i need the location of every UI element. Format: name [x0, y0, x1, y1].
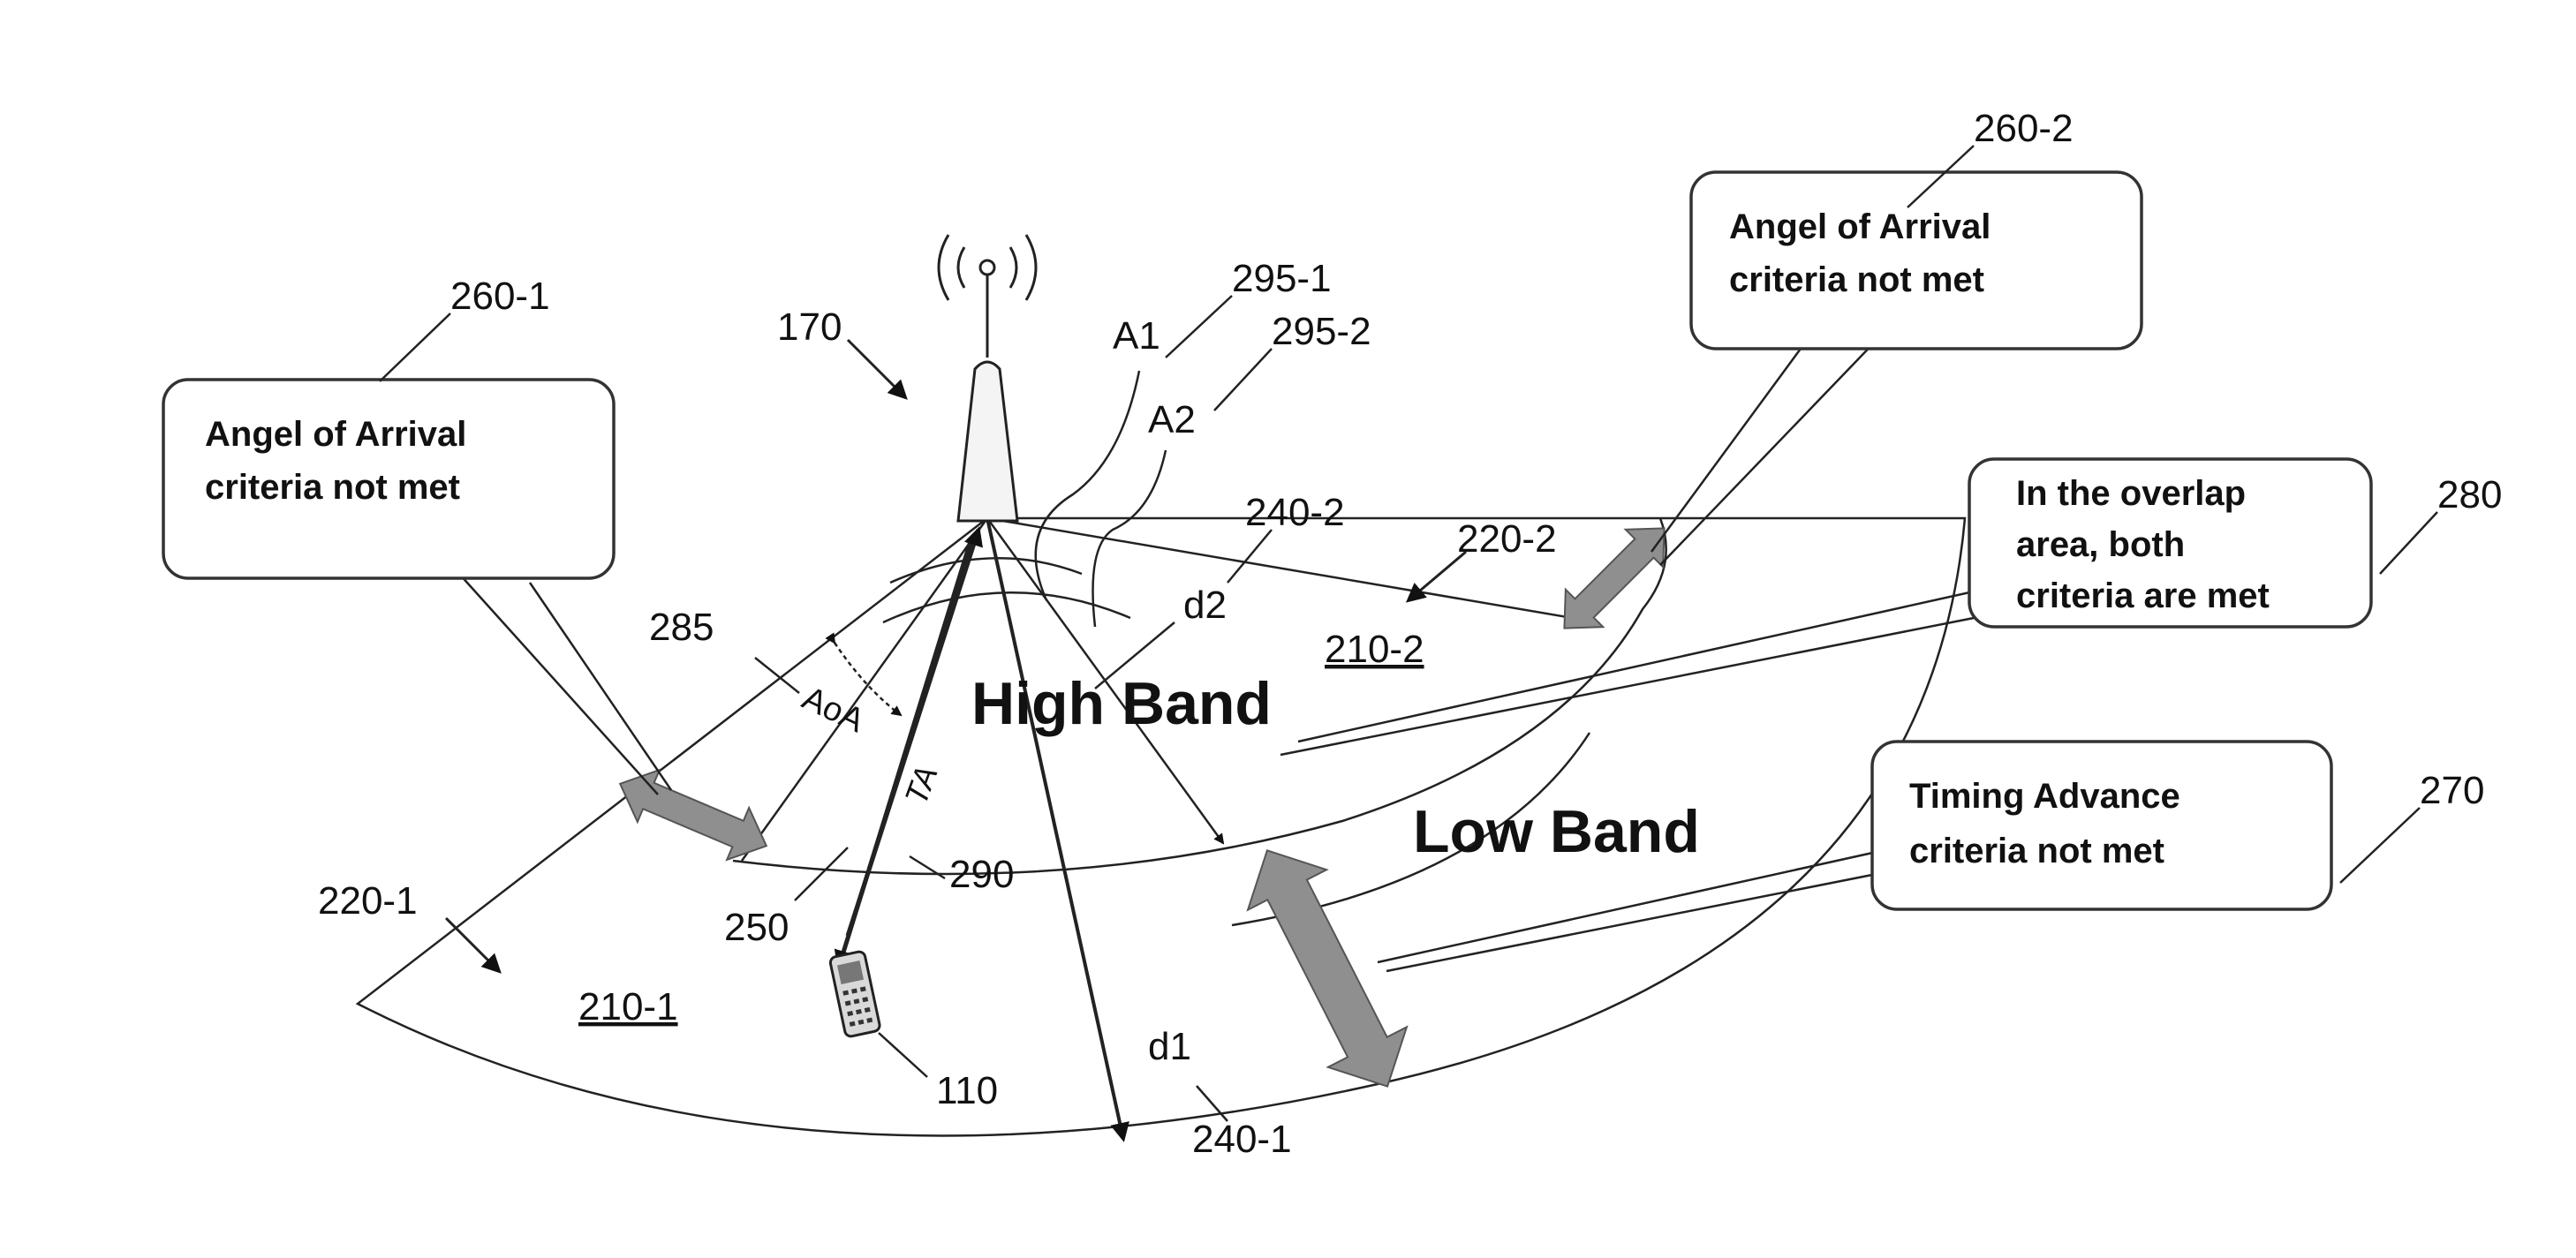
pointer-timing-1	[1378, 852, 1877, 962]
label-295-2: 295-2	[1272, 310, 1371, 353]
label-250: 250	[724, 906, 789, 949]
label-280: 280	[2437, 473, 2502, 516]
callout-overlap-line2: area, both	[2016, 525, 2185, 564]
fat-arrow-aoa-right	[1545, 509, 1683, 647]
callout-aoa-left-line1: Angel of Arrival	[205, 415, 466, 454]
label-220-1: 220-1	[318, 879, 418, 923]
callout-timing: Timing Advance criteria not met	[1872, 742, 2331, 909]
leader-260-1	[380, 313, 450, 381]
leader-110	[879, 1033, 927, 1077]
callout-aoa-right-line1: Angel of Arrival	[1729, 207, 1991, 246]
label-170: 170	[777, 305, 842, 349]
callout-timing-line1: Timing Advance	[1909, 777, 2180, 816]
callout-aoa-left: Angel of Arrival criteria not met	[163, 380, 614, 578]
pointer-left-1	[459, 574, 658, 795]
label-285: 285	[649, 606, 714, 649]
label-240-1: 240-1	[1192, 1118, 1292, 1161]
direction-line-aoa	[742, 518, 987, 861]
leader-280	[2380, 512, 2437, 574]
pointer-timing-2	[1386, 874, 1877, 971]
label-d2: d2	[1183, 584, 1227, 627]
leader-285	[755, 658, 799, 693]
callout-timing-line2: criteria not met	[1909, 832, 2164, 870]
antenna-arc-inner	[890, 558, 1082, 583]
label-110: 110	[936, 1069, 998, 1112]
label-d1: d1	[1148, 1025, 1191, 1068]
label-a2: A2	[1148, 398, 1196, 441]
label-270: 270	[2420, 769, 2484, 812]
label-ta: TA	[897, 761, 944, 810]
callout-aoa-left-line2: criteria not met	[205, 468, 460, 507]
label-290: 290	[949, 853, 1014, 896]
leader-295-1	[1166, 296, 1232, 358]
label-high-band: High Band	[971, 670, 1272, 737]
callout-aoa-right-line2: criteria not met	[1729, 260, 1984, 299]
leader-a1	[1036, 371, 1139, 600]
fat-arrow-aoa-left	[609, 757, 778, 871]
pointer-right-2	[1660, 335, 1881, 565]
label-210-2: 210-2	[1325, 628, 1424, 671]
leader-290	[910, 856, 945, 878]
label-a1: A1	[1113, 314, 1160, 358]
leader-a2	[1093, 450, 1167, 627]
label-240-2: 240-2	[1245, 491, 1345, 534]
mobile-phone-icon	[829, 951, 880, 1037]
leader-220-1	[446, 918, 499, 971]
callout-overlap: In the overlap area, both criteria are m…	[1969, 459, 2371, 627]
label-260-2: 260-2	[1974, 107, 2074, 150]
leader-270	[2340, 808, 2420, 883]
label-210-1: 210-1	[578, 985, 678, 1028]
leader-250	[795, 847, 848, 900]
callout-overlap-line1: In the overlap	[2016, 474, 2246, 513]
label-low-band: Low Band	[1413, 798, 1700, 865]
leader-240-2	[1228, 530, 1272, 583]
base-station-icon	[939, 235, 1036, 521]
label-295-1: 295-1	[1232, 257, 1332, 300]
callout-overlap-line3: criteria are met	[2016, 576, 2270, 615]
label-220-2: 220-2	[1457, 517, 1557, 561]
leader-170	[848, 340, 905, 397]
label-260-1: 260-1	[450, 275, 550, 318]
leader-295-2	[1214, 349, 1272, 411]
